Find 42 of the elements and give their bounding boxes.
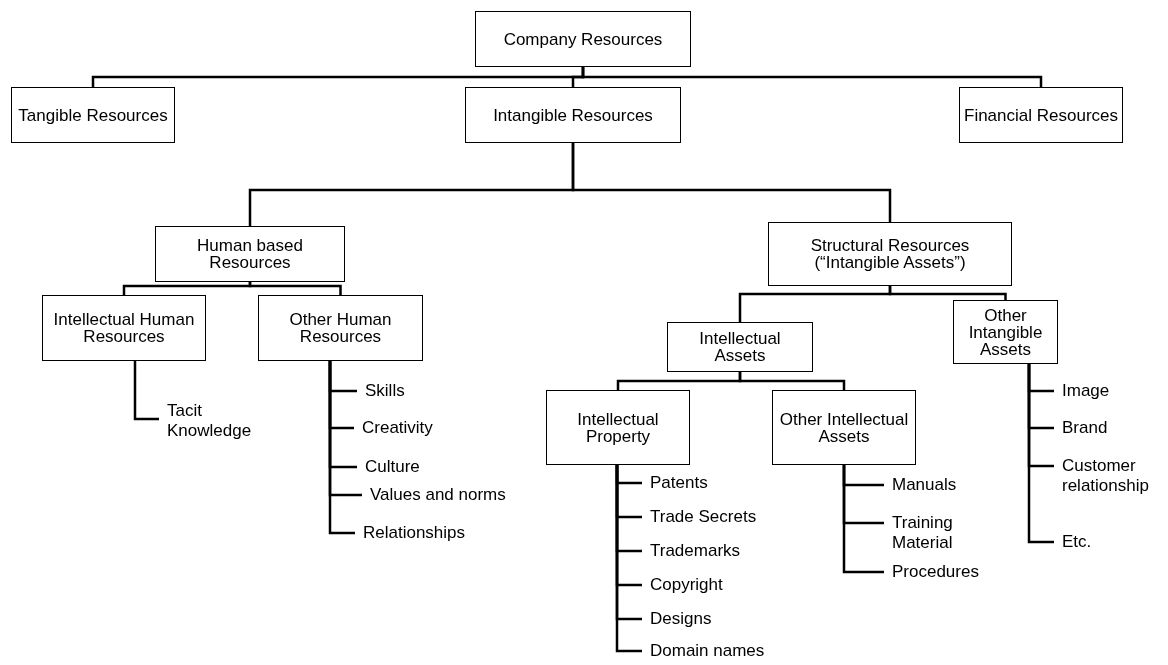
- resource-box: Intellectual Property: [546, 390, 690, 465]
- connector-line: [842, 465, 884, 574]
- resource-box: Financial Resources: [959, 87, 1123, 143]
- item-label: Trade Secrets: [650, 507, 757, 527]
- item-label: Domain names: [650, 641, 765, 661]
- item-label: Brand: [1062, 418, 1108, 438]
- item-label: Creativity: [362, 418, 433, 438]
- connector-line: [571, 143, 892, 222]
- connector-line: [615, 465, 642, 653]
- resource-box: Company Resources: [475, 11, 691, 67]
- resource-box: Human based Resources: [155, 226, 345, 282]
- item-label: Skills: [365, 381, 405, 401]
- connector-line: [1027, 364, 1054, 544]
- item-label: Designs: [650, 609, 712, 629]
- item-label: Procedures: [892, 562, 979, 582]
- item-label: Etc.: [1062, 532, 1092, 552]
- resource-box: Other Intangible Assets: [953, 300, 1058, 364]
- resource-box: Intellectual Human Resources: [42, 295, 206, 361]
- item-label: Manuals: [892, 475, 957, 495]
- item-label: Copyright: [650, 575, 723, 595]
- item-label: Training Material: [892, 513, 982, 553]
- item-label: Tacit Knowledge: [167, 401, 267, 441]
- connector-line: [122, 282, 252, 295]
- resource-box: Structural Resources (“Intangible Assets”): [768, 222, 1012, 286]
- item-label: Image: [1062, 381, 1110, 401]
- resource-box: Intellectual Assets: [667, 322, 813, 372]
- item-label: Culture: [365, 457, 420, 477]
- connector-line: [581, 67, 1043, 87]
- item-label: Values and norms: [370, 485, 506, 505]
- item-label: Patents: [650, 473, 708, 493]
- item-label: Customer relationship: [1062, 456, 1166, 496]
- resource-box: Tangible Resources: [11, 87, 175, 143]
- connector-line: [888, 286, 1007, 300]
- resource-box: Other Human Resources: [258, 295, 423, 361]
- item-label: Relationships: [363, 523, 466, 543]
- resource-box: Intangible Resources: [465, 87, 681, 143]
- connector-line: [328, 361, 355, 535]
- resource-box: Other Intellectual Assets: [772, 390, 916, 465]
- connector-line: [133, 361, 159, 421]
- connector-line: [248, 282, 342, 295]
- item-label: Trademarks: [650, 541, 741, 561]
- connector-line: [738, 372, 846, 390]
